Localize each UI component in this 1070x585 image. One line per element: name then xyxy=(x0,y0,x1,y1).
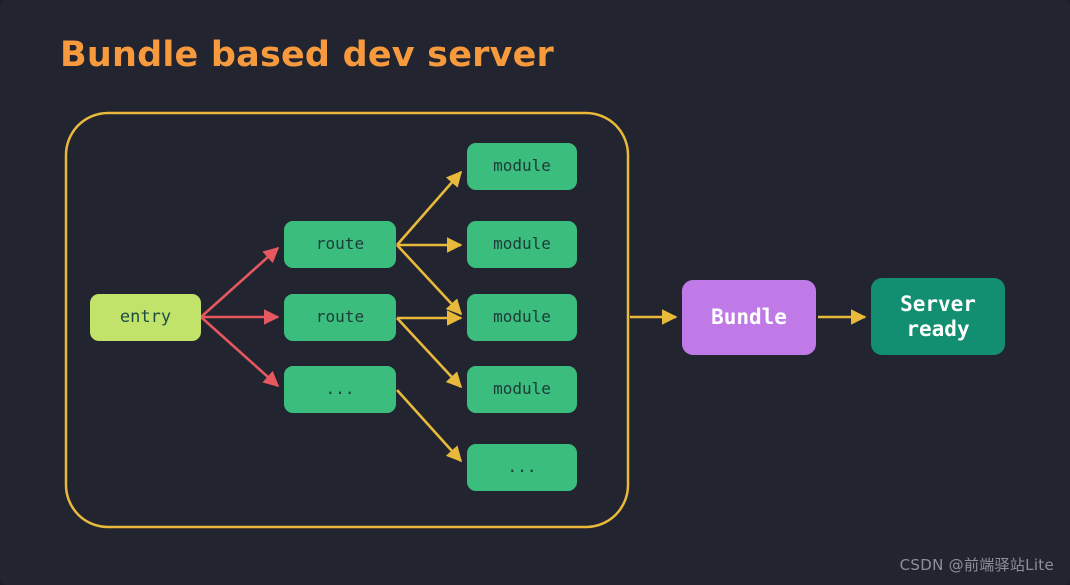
page-title: Bundle based dev server xyxy=(60,35,555,75)
node-route-3-ellipsis[interactable]: ... xyxy=(284,366,396,413)
edge-entry-route-1 xyxy=(200,246,280,318)
node-server-ready[interactable]: Server ready xyxy=(871,278,1005,355)
edge-route-3-module-5 xyxy=(396,389,463,463)
edge-entry-route-3 xyxy=(200,316,280,388)
watermark: CSDN @前端驿站Lite xyxy=(899,556,1054,574)
node-module-4[interactable]: module xyxy=(467,366,577,413)
node-route-1-label: route xyxy=(315,234,365,254)
node-entry[interactable]: entry xyxy=(90,294,201,341)
node-module-5-ellipsis[interactable]: ... xyxy=(467,444,577,491)
node-module-2[interactable]: module xyxy=(467,221,577,268)
node-route-2-label: route xyxy=(315,307,365,327)
bundle-graph-container-border xyxy=(64,111,630,529)
node-entry-label: entry xyxy=(119,307,172,328)
node-module-1[interactable]: module xyxy=(467,143,577,190)
node-route-3-label: ... xyxy=(325,379,355,399)
node-module-3[interactable]: module xyxy=(467,294,577,341)
node-route-2[interactable]: route xyxy=(284,294,396,341)
node-module-1-label: module xyxy=(493,156,551,176)
node-bundle-label: Bundle xyxy=(711,305,787,330)
edge-route-2-module-4 xyxy=(396,317,463,389)
node-module-5-label: ... xyxy=(507,457,537,477)
node-module-3-label: module xyxy=(493,307,551,327)
edge-route-1-module-3 xyxy=(396,244,463,316)
edge-route-1-module-1 xyxy=(396,170,463,246)
node-module-4-label: module xyxy=(493,379,551,399)
node-route-1[interactable]: route xyxy=(284,221,396,268)
node-server-ready-label: Server ready xyxy=(900,291,976,341)
node-module-2-label: module xyxy=(493,234,551,254)
node-bundle[interactable]: Bundle xyxy=(682,280,816,355)
